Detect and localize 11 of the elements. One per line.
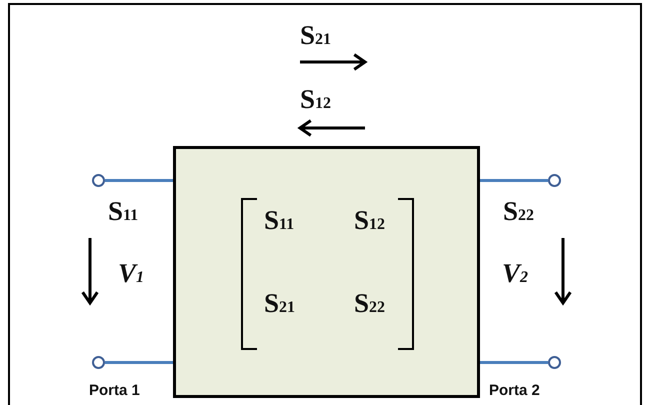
terminal-circle	[548, 174, 561, 187]
port-label: Porta 1	[89, 382, 140, 400]
port-wire	[105, 361, 173, 364]
terminal-circle	[92, 356, 105, 369]
port-label: Porta 2	[489, 382, 540, 400]
port-wire	[480, 179, 548, 182]
terminal-circle	[548, 356, 561, 369]
terminal-circle	[92, 174, 105, 187]
port-wire	[480, 361, 548, 364]
two-port-network-box	[173, 146, 480, 398]
port-wire	[105, 179, 173, 182]
